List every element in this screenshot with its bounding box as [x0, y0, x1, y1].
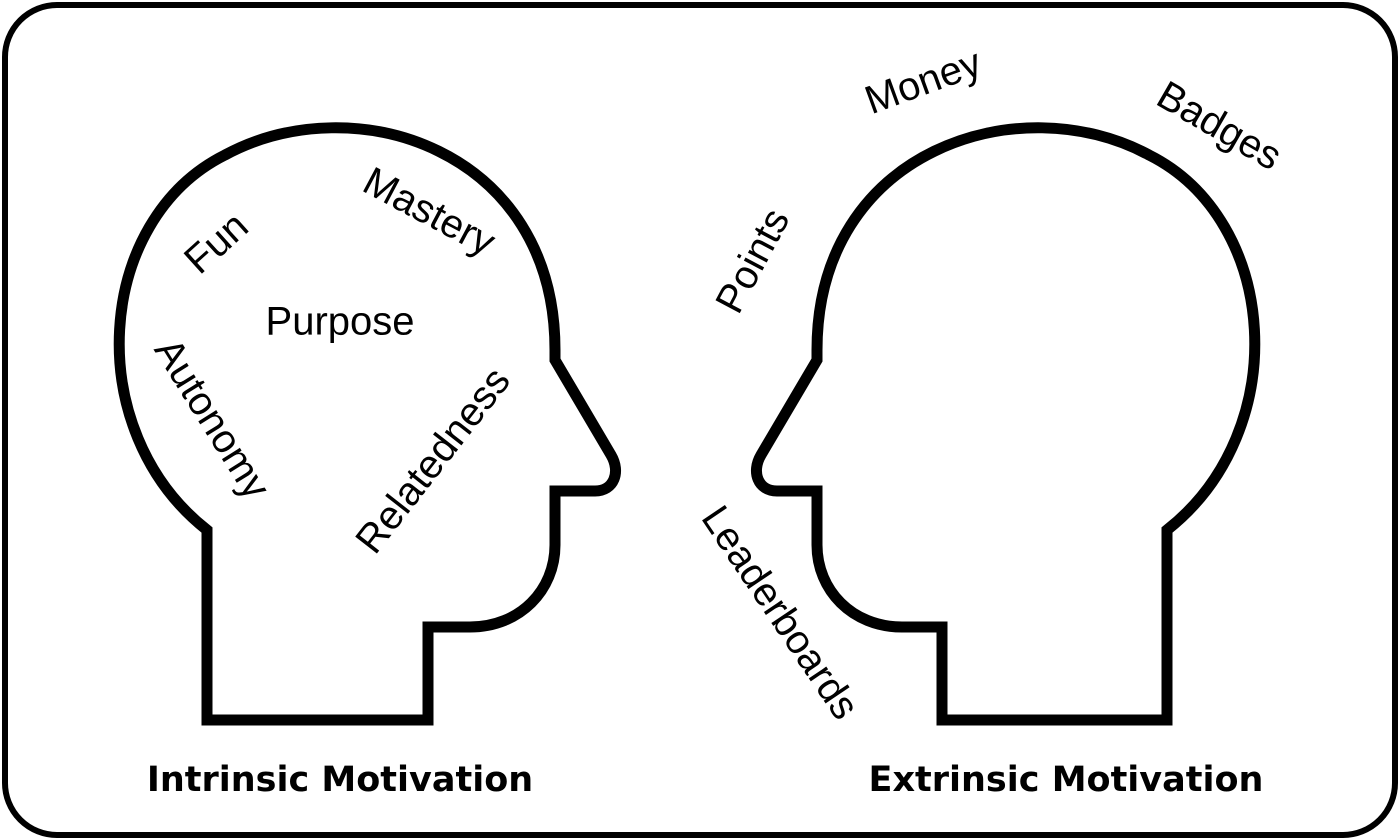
- word-purpose: Purpose: [266, 300, 415, 344]
- caption-extrinsic: Extrinsic Motivation: [869, 760, 1264, 800]
- caption-intrinsic: Intrinsic Motivation: [147, 760, 533, 800]
- extrinsic-head-outline: [751, 122, 1261, 726]
- intrinsic-head-outline: [113, 122, 621, 726]
